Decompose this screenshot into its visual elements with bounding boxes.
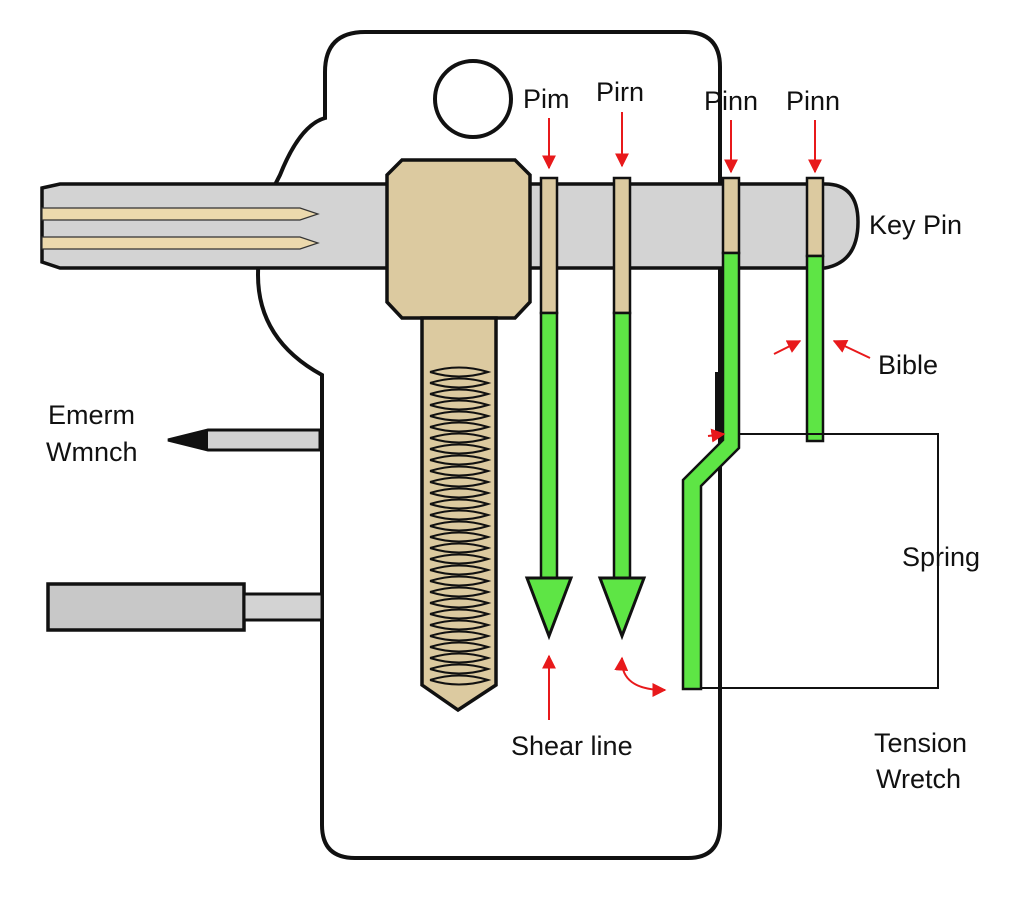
thread-coil (429, 674, 492, 686)
thread-coil (429, 619, 492, 631)
thread-coil (429, 652, 492, 664)
thread-coil (429, 630, 492, 642)
plug-threads (429, 366, 492, 686)
thread-coil (429, 608, 492, 620)
thread-coil (429, 421, 492, 433)
thread-coil (429, 487, 492, 499)
thread-coil (429, 553, 492, 565)
pin-1 (524, 176, 574, 641)
key-groove-lower (41, 236, 320, 250)
plug-head (385, 158, 532, 320)
red-arrows (542, 112, 871, 720)
label-pin-4: Pinn (786, 86, 840, 116)
label-bible: Bible (878, 350, 938, 380)
thread-coil (429, 476, 492, 488)
thread-coil (429, 575, 492, 587)
pin-1-arrowhead (524, 576, 574, 641)
thread-coil (429, 465, 492, 477)
label-key-pin: Key Pin (869, 210, 962, 240)
thread-coil (429, 377, 492, 389)
left-tool-wrench-tip (168, 430, 208, 450)
label-tension-line2: Wretch (876, 764, 961, 794)
label-spring: Spring (902, 542, 980, 572)
spring-leader-line (701, 433, 939, 689)
thread-coil (429, 388, 492, 400)
thread-coil (429, 586, 492, 598)
housing-hole (433, 59, 513, 139)
thread-coil (429, 520, 492, 532)
thread-coil (429, 531, 492, 543)
thread-coil (429, 399, 492, 411)
thread-coil (429, 509, 492, 521)
thread-coil (429, 454, 492, 466)
pin-2-arrowhead (597, 576, 647, 641)
label-left-tool-line1: Emerm (48, 400, 135, 430)
thread-coil (429, 597, 492, 609)
label-left-tool-line2: Wmnch (46, 437, 138, 467)
thread-coil (429, 443, 492, 455)
thread-coil (429, 410, 492, 422)
thread-coil (429, 542, 492, 554)
label-pin-2: Pirn (596, 77, 644, 107)
label-pin-1: Pim (523, 84, 570, 114)
left-tool-handle (46, 582, 246, 632)
pin-2 (597, 176, 647, 641)
thread-coil (429, 432, 492, 444)
label-pin-3: Pinn (704, 86, 758, 116)
pin-4 (805, 176, 825, 443)
thread-coil (429, 498, 492, 510)
thread-coil (429, 564, 492, 576)
left-tool-shaft (242, 592, 324, 622)
thread-coil (429, 366, 492, 378)
thread-coil (429, 641, 492, 653)
label-tension-line1: Tension (874, 728, 967, 758)
thread-coil (429, 663, 492, 675)
key-groove-upper (41, 207, 320, 221)
label-shear-line: Shear line (511, 731, 633, 761)
